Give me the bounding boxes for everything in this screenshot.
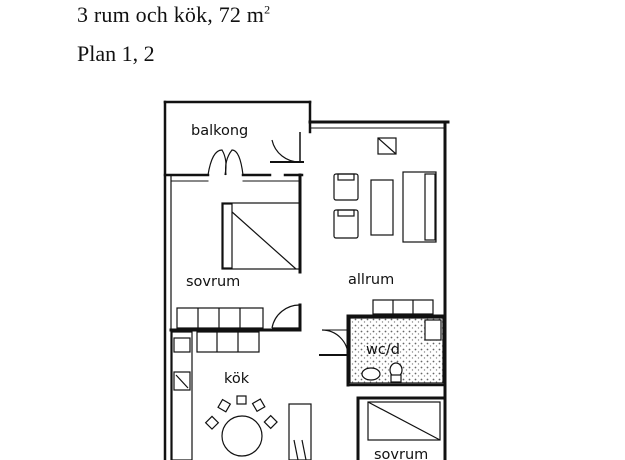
doors (207, 132, 349, 357)
dining-table (221, 415, 263, 457)
plan-title: 3 rum och kök, 72 m2 (77, 2, 270, 28)
furniture (171, 137, 441, 460)
title-superscript: 2 (264, 2, 271, 17)
wc-basin (424, 319, 442, 341)
shelf (372, 299, 434, 315)
title-text: 3 rum och kök, 72 m (77, 2, 265, 27)
wardrobe (176, 307, 264, 329)
kitchen-counter (171, 331, 193, 460)
label-sovrum-2: sovrum (374, 447, 428, 460)
side-cabinet (288, 403, 312, 460)
label-kok: kök (224, 371, 250, 387)
room-labels: balkong sovrum allrum wc/d kök sovrum (186, 123, 428, 460)
bathroom (349, 317, 444, 384)
label-allrum: allrum (348, 272, 394, 288)
label-balkong: balkong (191, 123, 248, 139)
toilet-icon (361, 367, 381, 381)
label-sovrum-1: sovrum (186, 274, 240, 290)
sofa (402, 171, 437, 243)
plan-subtitle: Plan 1, 2 (77, 41, 155, 66)
vent-box (377, 137, 397, 155)
label-wc: wc/d (366, 342, 400, 358)
bed-single (367, 401, 441, 441)
kitchen-cabinet (196, 331, 260, 353)
coffee-table (370, 179, 394, 236)
bed-double (221, 202, 301, 270)
